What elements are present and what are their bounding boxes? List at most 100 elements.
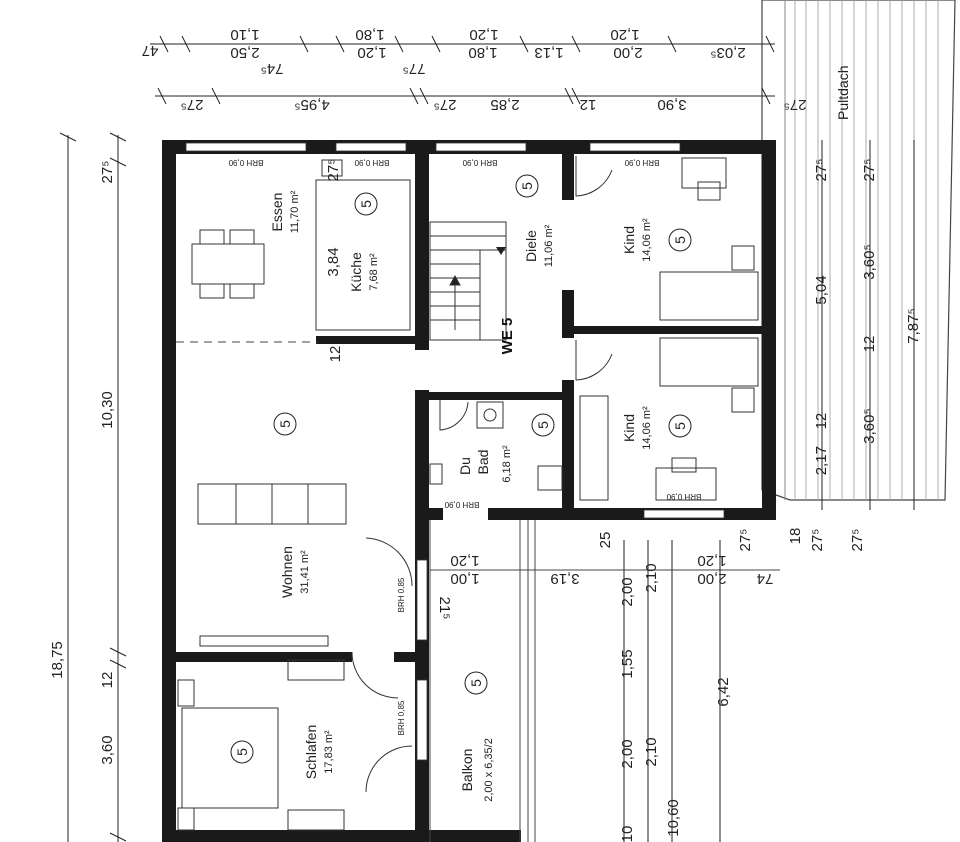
brh-6: BRH 0,90 (666, 492, 701, 501)
rd-18: 18 (787, 528, 804, 545)
dim-row3-3: 27⁵ (434, 96, 457, 113)
room-kind1-name: Kind (621, 226, 637, 254)
bal-dim-bot-4: 74 (757, 570, 774, 587)
room-kind2-name: Kind (621, 414, 637, 442)
dim-top-1: 1,10 (230, 26, 259, 43)
room-essen-area: 11,70 m² (289, 190, 301, 233)
dim-left-top: 27⁵ (99, 161, 116, 184)
windows (185, 142, 725, 761)
room-bad-num: 5 (535, 421, 551, 429)
room-bad-area: 6,18 m² (501, 445, 513, 483)
bal-dim-top-2: 1,20 (697, 552, 726, 569)
rd-a: 27⁵ (813, 159, 830, 182)
furniture (177, 157, 759, 831)
dim-top-2: 1,80 (355, 26, 384, 43)
top-dimensions: 1,10 1,80 1,20 1,20 47 2,50 1,20 1,80 1,… (142, 26, 807, 113)
roof-area: Pultdach (761, 0, 956, 501)
brh-4: BRH 0,90 (624, 158, 659, 167)
dim-left-outer: 18,75 (49, 641, 66, 679)
rd-i: 27⁵ (849, 529, 866, 552)
left-dimensions: 18,75 10,30 27⁵ 12 3,60 (49, 132, 127, 842)
room-schlafen-name: Schlafen (303, 725, 319, 779)
brh-8: BRH 0,85 (397, 700, 406, 735)
room-schlafen-num: 5 (234, 748, 250, 756)
room-labels: Essen 11,70 m² 5 Küche 7,68 m² 3,84 27⁵ … (230, 159, 692, 802)
room-diele-num: 5 (519, 182, 535, 190)
room-bad-name1: Du (457, 457, 473, 475)
dim-row2-7: 2,03⁵ (710, 44, 745, 61)
room-balkon-num: 5 (468, 679, 484, 687)
rd-g: 2,17 – 12 (813, 413, 830, 476)
dim-row2-5: 1,13 (534, 44, 563, 61)
bal-col3-2: 10,60 (665, 799, 682, 837)
kitchen-dim: 3,84 (325, 247, 342, 276)
bal-col1-2: 1,55 (619, 649, 636, 678)
dim-inner-27a: 27⁵ (737, 529, 754, 552)
rd-e: 12 (861, 336, 878, 353)
balcony-lines (429, 520, 780, 842)
rd-b: 5,04 (813, 275, 830, 304)
bal-dim-top-1: 1,20 (450, 552, 479, 569)
dim-row3-7: 27⁵ (784, 96, 807, 113)
room-balkon-area: 2,00 x 6,35/2 (483, 738, 495, 802)
room-kind1-area: 14,06 m² (641, 218, 653, 262)
room-kueche-name: Küche (348, 252, 364, 292)
right-dimensions: 27⁵ 5,04 27⁵ 3,60⁵ 12 7,87⁵ 2,17 – 12 3,… (787, 140, 922, 551)
kitchen-top-dim: 27⁵ (325, 159, 342, 182)
dim-sub-2: 77⁵ (403, 60, 426, 77)
dim-inner-25: 25 (597, 532, 614, 549)
room-diele-area: 11,06 m² (543, 224, 555, 267)
balcony-dimensions: 1,20 1,20 1,00 3,19 2,00 74 2,00 1,55 2,… (450, 540, 773, 842)
roof-label: Pultdach (835, 66, 851, 120)
rd-h: 3,60⁵ (861, 408, 878, 443)
room-kind2-area: 14,06 m² (641, 406, 653, 450)
dim-row2-1: 47 (142, 42, 159, 59)
bal-col1-3: 2,00 (619, 739, 636, 768)
room-balkon-name: Balkon (459, 749, 475, 792)
brh-2: BRH 0,90 (354, 158, 389, 167)
rd-c: 27⁵ (861, 159, 878, 182)
dim-row3-6: 3,90 (657, 96, 686, 113)
brh-7: BRH 0,85 (397, 577, 406, 612)
bal-col1-4: 10 (619, 826, 636, 842)
bal-col2-1: 2,10 (643, 563, 660, 592)
bal-dim-bot-3: 2,00 (697, 570, 726, 587)
rd-275b: 27⁵ (809, 529, 826, 552)
walls (162, 140, 776, 842)
brh-5: BRH 0,90 (444, 500, 479, 509)
dim-row2-2: 2,50 (230, 44, 259, 61)
room-kind2-num: 5 (672, 422, 688, 430)
bal-dim-bot-1: 1,00 (450, 570, 479, 587)
bal-col2-2: 2,10 (643, 737, 660, 766)
room-kind1-num: 5 (672, 236, 688, 244)
dim-top-3: 1,20 (469, 26, 498, 43)
room-kueche-num: 5 (358, 200, 374, 208)
room-schlafen-area: 17,83 m² (323, 730, 335, 774)
room-wohnen-name: Wohnen (279, 546, 295, 598)
dim-row2-6: 2,00 (613, 44, 642, 61)
unit-label: WE 5 (499, 318, 516, 355)
bal-dim-bot-2: 3,19 (550, 570, 579, 587)
room-wohnen-num-top: 5 (277, 420, 293, 428)
dim-inner-215: 21⁵ (436, 597, 453, 620)
bal-col1-1: 2,00 (619, 577, 636, 606)
dim-row3-2: 4,95⁵ (294, 96, 329, 113)
inner-dimensions: 12 25 21⁵ 27⁵ (327, 346, 754, 620)
room-bad-name2: Bad (475, 450, 491, 475)
dim-left-lower: 3,60 (99, 735, 116, 764)
dim-left-upper: 10,30 (99, 391, 116, 429)
dim-row3-1: 27⁵ (181, 96, 204, 113)
rd-f: 7,87⁵ (905, 308, 922, 343)
dim-left-mid: 12 (99, 672, 116, 689)
doors (351, 156, 613, 793)
brh-3: BRH 0,90 (462, 158, 497, 167)
bal-col3-1: 6,42 (715, 677, 732, 706)
room-essen-name: Essen (269, 193, 285, 232)
room-wohnen-area: 31,41 m² (299, 550, 311, 594)
dim-sub-1: 74⁵ (261, 60, 284, 77)
dim-row3-5: 12 (580, 96, 597, 113)
rd-d: 3,60⁵ (861, 244, 878, 279)
brh-labels: BRH 0,90 BRH 0,90 BRH 0,90 BRH 0,90 BRH … (228, 158, 701, 735)
dim-top-4: 1,20 (610, 26, 639, 43)
